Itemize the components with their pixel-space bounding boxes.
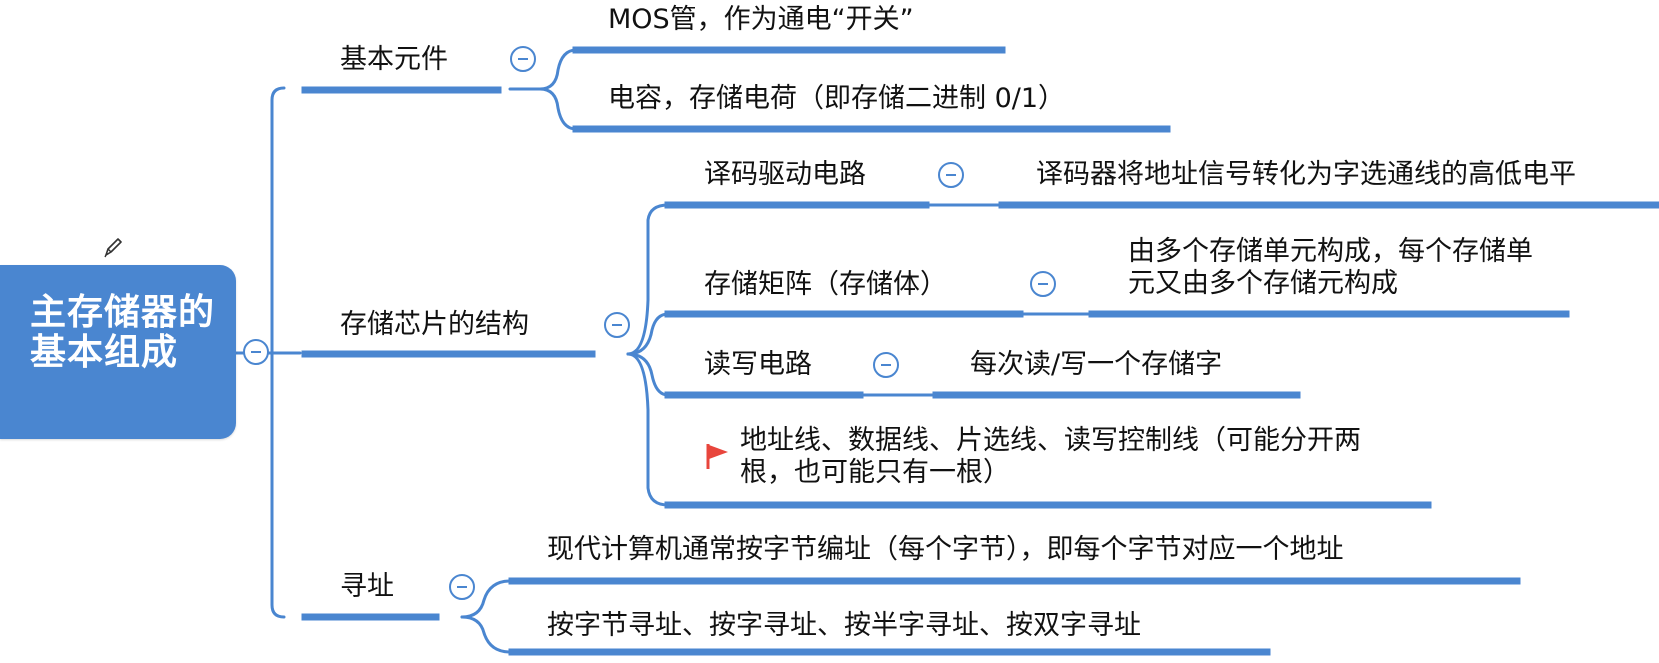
collapse-minus-icon[interactable] [938, 162, 964, 188]
red-flag-icon [706, 444, 728, 469]
mos-label[interactable]: MOS管，作为通电“开关” [608, 4, 914, 35]
rw-circuit-label[interactable]: 读写电路 [704, 349, 812, 380]
connector-addr-children [460, 579, 512, 619]
branch-basic-label[interactable]: 基本元件 [340, 44, 448, 75]
connector-chip-child-2 [626, 312, 670, 356]
signal-lines-label[interactable]: 地址线、数据线、片选线、读写控制线（可能分开两根，也可能只有一根） [740, 425, 1361, 488]
rw-circuit-detail[interactable]: 每次读/写一个存储字 [970, 349, 1223, 380]
connector-basic-children-2 [538, 87, 578, 131]
storage-matrix-detail[interactable]: 由多个存储单元构成，每个存储单元又由多个存储元构成 [1128, 236, 1533, 299]
decode-circuit-label[interactable]: 译码驱动电路 [704, 159, 866, 190]
connector-trunk-low [270, 351, 286, 619]
branch-addressing-label[interactable]: 寻址 [340, 571, 394, 602]
collapse-minus-icon[interactable] [449, 574, 475, 600]
capacitor-label[interactable]: 电容，存储电荷（即存储二进制 0/1） [608, 83, 1066, 114]
collapse-minus-icon[interactable] [604, 312, 630, 338]
connector-chip-children [626, 203, 670, 356]
connector-chip-child-4 [626, 352, 670, 507]
connector-chip-child-3 [626, 352, 670, 397]
branch-chip-label[interactable]: 存储芯片的结构 [340, 309, 529, 340]
collapse-minus-icon[interactable] [1030, 271, 1056, 297]
root-node[interactable]: 主存储器的基本组成 [0, 265, 236, 439]
collapse-minus-icon[interactable] [873, 352, 899, 378]
decode-circuit-detail[interactable]: 译码器将地址信号转化为字选通线的高低电平 [1036, 159, 1576, 190]
connector-trunk [270, 86, 286, 355]
byte-addressing-label[interactable]: 现代计算机通常按字节编址（每个字节），即每个字节对应一个地址 [547, 534, 1344, 565]
pencil-icon[interactable] [103, 236, 123, 258]
collapse-minus-icon[interactable] [510, 46, 536, 72]
connector-addr-child-2 [460, 615, 512, 654]
collapse-minus-icon[interactable] [243, 339, 269, 365]
root-label: 主存储器的基本组成 [30, 292, 216, 373]
addressing-modes-label[interactable]: 按字节寻址、按字寻址、按半字寻址、按双字寻址 [547, 610, 1141, 641]
storage-matrix-label[interactable]: 存储矩阵（存储体） [704, 269, 947, 300]
